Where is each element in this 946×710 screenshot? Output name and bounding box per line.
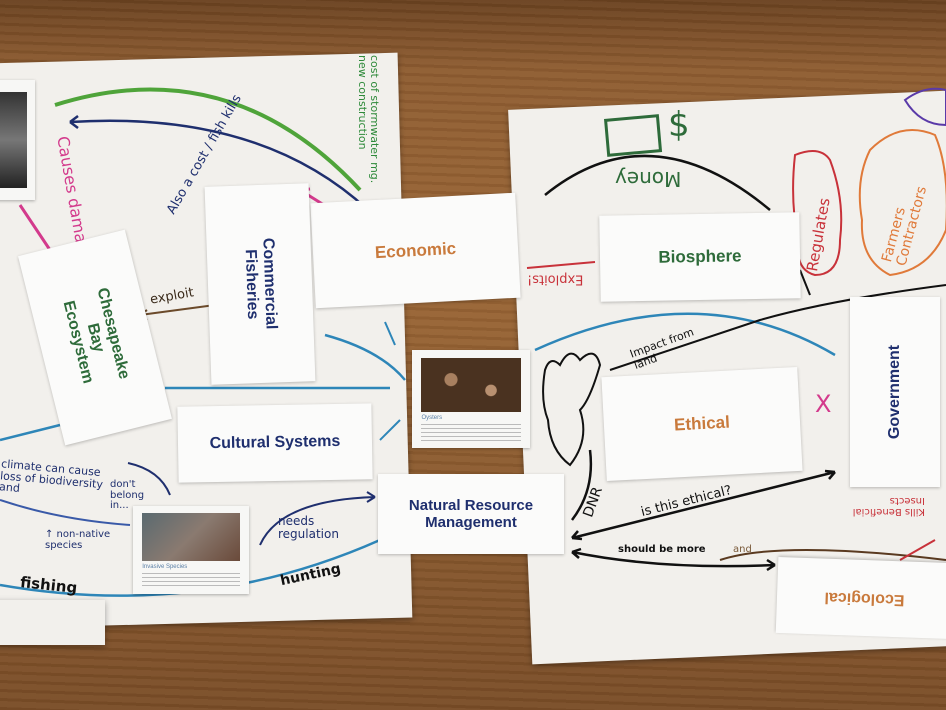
navy-arrow-dont-belong [127, 462, 171, 496]
left-poster-paper-lower [0, 600, 105, 645]
kills-arrow [899, 539, 936, 561]
regulates-arrow [799, 269, 811, 296]
hands-drawing [542, 352, 602, 467]
oysters-text [421, 424, 521, 443]
oysters-caption: Oysters [421, 414, 443, 421]
card-commercial-fisheries: Commercial Fisheries [204, 183, 316, 385]
photo-card-top-left [0, 80, 35, 200]
card-cultural-systems: Cultural Systems [177, 403, 373, 483]
invasive-species-caption: Invasive Species [142, 564, 188, 571]
ethical-arrow [571, 469, 836, 541]
note-kills-insects: Kills Beneficial Insects [852, 495, 925, 518]
note-money: Money [615, 167, 682, 191]
note-stormwater: cost of stormwater mg. new construction [356, 55, 381, 184]
card-commercial-fisheries-label: Commercial Fisheries [241, 237, 280, 330]
navy-arrow-regulation [259, 491, 376, 546]
note-needs-regulation: needs regulation [278, 514, 339, 541]
money-arc [544, 154, 771, 211]
photo-card-invasive-species: Invasive Species [133, 506, 249, 594]
top-left-photo-image [0, 92, 27, 188]
teal-arrow-1 [324, 333, 406, 381]
note-and: and [733, 544, 752, 555]
green-arc [54, 87, 362, 192]
card-natural-resource-management: Natural Resource Management [378, 474, 564, 554]
card-ecological: Ecological [775, 556, 946, 640]
card-chesapeake-label: Chesapeake Bay Ecosystem [59, 285, 133, 385]
card-biosphere-label: Biosphere [658, 246, 742, 267]
exploits-arrow [526, 261, 596, 269]
note-dont-belong: don't belong in... [110, 479, 145, 511]
card-ethical: Ethical [601, 366, 803, 482]
card-nrm-label: Natural Resource Management [408, 497, 534, 531]
note-dollar: $ [668, 105, 690, 145]
card-ethical-label: Ethical [673, 412, 731, 435]
teal-arc-right [534, 312, 836, 357]
teal-arrow-3 [384, 321, 396, 346]
oysters-image [421, 357, 521, 412]
note-should-be-more: should be more [618, 544, 706, 555]
navy-arrow-species [0, 499, 131, 526]
should-be-more-arrow [571, 547, 776, 572]
purple-cloud [903, 87, 946, 127]
note-exploits: Exploits! [527, 271, 584, 287]
money-bill-drawing [603, 114, 663, 157]
card-economic: Economic [310, 192, 521, 309]
card-government-label: Government [886, 344, 903, 440]
teal-line-left [0, 423, 61, 442]
impact-arrow [609, 284, 946, 371]
teal-arrow-4 [379, 419, 401, 441]
dnr-arc [571, 449, 593, 521]
card-ecological-label: Ecological [824, 588, 905, 609]
invasive-species-image [142, 513, 240, 562]
card-government: Government [850, 297, 940, 487]
pink-line [18, 204, 52, 251]
navy-arrow-arc [69, 115, 369, 211]
note-non-native: ↑ non-native species [45, 529, 111, 551]
invasive-species-text [142, 572, 240, 589]
photo-card-oysters: Oysters [412, 350, 530, 448]
card-cultural-systems-label: Cultural Systems [209, 432, 341, 453]
farmers-cloud [858, 129, 946, 277]
note-x-mark: X [815, 390, 832, 418]
card-biosphere: Biosphere [599, 212, 801, 302]
card-economic-label: Economic [374, 238, 457, 262]
